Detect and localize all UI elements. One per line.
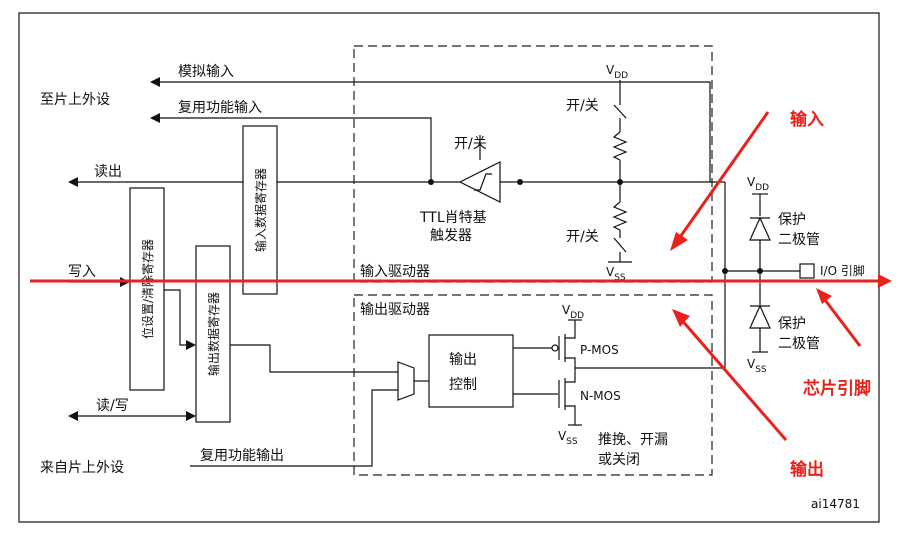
read-write-label: 读/写 <box>96 397 129 414</box>
vss-label: VSS <box>606 265 626 283</box>
nmos-drain-line <box>565 378 576 383</box>
write-in-label: 写入 <box>68 264 96 280</box>
idr-label: 输入数据寄存器 <box>253 168 268 252</box>
ttl-schmitt-label: 触发器 <box>430 228 472 244</box>
protect-diode-up-icon <box>749 216 771 241</box>
output-arrow-head <box>672 309 690 327</box>
hysteresis-icon <box>474 173 492 191</box>
io-pin-label: I/O 引脚 <box>820 263 865 278</box>
read-write-arrow-left <box>68 411 78 421</box>
protect-diode-label: 二极管 <box>778 336 820 352</box>
io-pin-square <box>799 263 815 279</box>
vss-label: VSS <box>747 357 767 375</box>
pullup-resistor-icon <box>612 131 628 161</box>
read-out-arrow <box>68 177 78 187</box>
signal-path-arrow <box>878 274 892 288</box>
from-onchip-peripheral-label: 来自片上外设 <box>40 460 124 476</box>
analog-input-arrow <box>150 77 160 87</box>
pulldown-switch-icon <box>613 237 627 253</box>
on-off-label: 开/关 <box>566 98 599 114</box>
pmos-gate-bubble <box>551 344 559 352</box>
output-arrow-line <box>678 317 788 441</box>
on-off-label: 开/关 <box>566 229 599 245</box>
output-control-label: 控制 <box>449 377 477 393</box>
pullup-switch-icon <box>613 104 627 119</box>
read-out-label: 读出 <box>94 163 122 180</box>
pmos-label: P-MOS <box>580 343 619 357</box>
analog-input-label: 模拟输入 <box>178 64 234 80</box>
schmitt-trigger-symbol <box>458 161 501 203</box>
chip-pin-annotation: 芯片引脚 <box>803 378 871 399</box>
output-control-block <box>428 334 514 408</box>
input-arrow-head <box>670 232 688 251</box>
nmos-label: N-MOS <box>580 389 621 403</box>
output-annotation: 输出 <box>790 459 824 480</box>
odr-label: 输出数据寄存器 <box>206 292 221 376</box>
input-annotation: 输入 <box>790 109 824 130</box>
push-pull-label: 推挽、开漏 <box>598 432 668 448</box>
read-write-arrow-right <box>186 411 196 421</box>
pmos-drain-line <box>565 320 576 339</box>
chip-pin-arrow-line <box>820 295 862 347</box>
chip-pin-arrow-head <box>816 288 832 304</box>
input-driver-label: 输入驱动器 <box>360 264 430 280</box>
vss-label: VSS <box>558 429 578 447</box>
nmos-source-line <box>565 405 576 425</box>
bsrr-to-odr-line <box>164 289 186 346</box>
output-data-register <box>195 245 231 423</box>
ttl-schmitt-label: TTL肖特基 <box>419 209 487 226</box>
protect-diode-label: 保护 <box>778 212 806 228</box>
output-node-line <box>575 182 726 369</box>
output-control-label: 输出 <box>449 352 477 368</box>
pmos-source-line <box>565 357 576 378</box>
node-dot <box>722 268 728 274</box>
figure-id-label: ai14781 <box>811 497 860 511</box>
protect-diode-label: 二极管 <box>778 232 820 248</box>
vdd-label: VDD <box>747 175 769 193</box>
alt-func-input-label: 复用功能输入 <box>178 99 262 116</box>
output-driver-box <box>353 294 713 476</box>
on-off-label: 开/关 <box>454 136 487 152</box>
input-arrow-line <box>676 111 770 241</box>
bsrr-label: 位设置/清除寄存器 <box>140 239 155 339</box>
input-data-register <box>242 125 278 295</box>
protect-diode-label: 保护 <box>778 316 806 332</box>
outer-frame <box>18 12 880 523</box>
odr-to-mux-line <box>230 344 398 373</box>
vdd-label: VDD <box>562 303 584 321</box>
protect-diode-down-icon <box>749 304 771 329</box>
push-pull-label: 或关闭 <box>598 452 640 468</box>
output-driver-label: 输出驱动器 <box>360 302 430 318</box>
alt-func-output-line <box>190 389 398 467</box>
alt-func-output-label: 复用功能输出 <box>200 447 284 464</box>
vdd-label: VDD <box>606 63 628 81</box>
alt-func-input-line <box>160 117 432 182</box>
node-dot <box>517 179 523 185</box>
pulldown-resistor-icon <box>612 201 628 231</box>
alt-func-input-arrow <box>150 113 160 123</box>
bsrr-to-odr-arrow <box>186 340 196 350</box>
to-onchip-peripheral-label: 至片上外设 <box>40 92 110 108</box>
node-dot <box>428 179 434 185</box>
mux-symbol <box>397 361 415 401</box>
analog-input-line <box>160 81 711 182</box>
bit-set-reset-register <box>129 187 165 391</box>
